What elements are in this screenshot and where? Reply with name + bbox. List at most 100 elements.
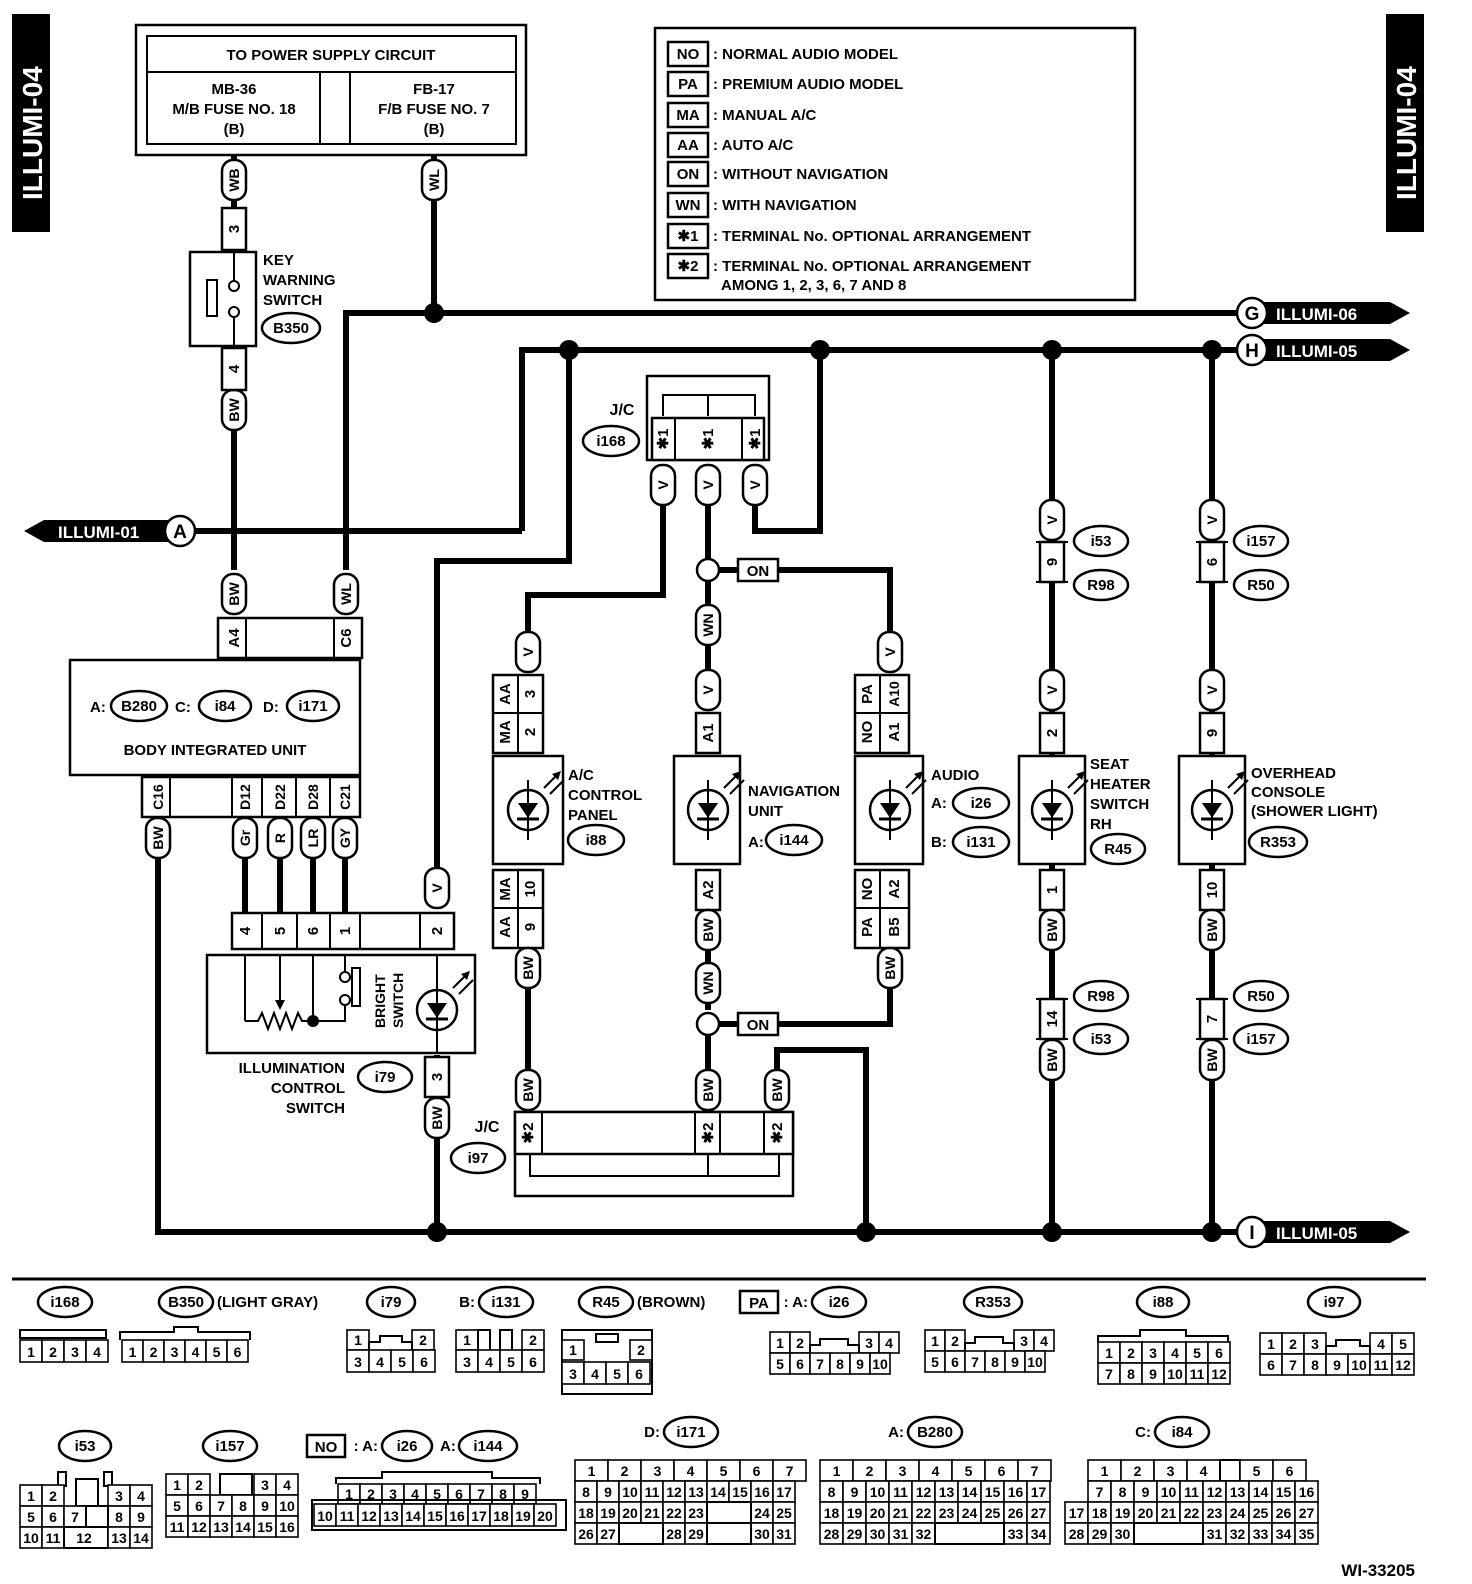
pin-label: 5	[272, 927, 289, 935]
connector-id-label: B280	[917, 1424, 953, 1441]
pin-number: 11	[1374, 1357, 1389, 1373]
on-tag: ON	[736, 557, 780, 583]
pin-number: 9	[1333, 1357, 1341, 1373]
pin-cell	[412, 1349, 436, 1373]
inline-connector: 14	[1036, 997, 1068, 1041]
pin-number: 9	[851, 1484, 859, 1500]
ref-I: I ILLUMI-05	[1235, 1215, 1410, 1249]
legend-code: ON	[677, 166, 700, 183]
pin-number: 7	[1096, 1484, 1104, 1500]
pin-number: 3	[1149, 1345, 1157, 1361]
legend-code: AA	[677, 137, 699, 154]
wire-color-tag: V	[1038, 498, 1066, 542]
pin-number: 10	[23, 1530, 39, 1546]
pin-number: 18	[824, 1505, 840, 1521]
pin-number: 7	[1105, 1366, 1113, 1382]
on-tag-label: ON	[747, 563, 770, 580]
wire-color-label: V	[1044, 515, 1060, 525]
connector-header: i53	[57, 1429, 113, 1463]
led-icon	[686, 771, 745, 840]
connector-id: i97	[449, 1141, 507, 1175]
pin-number: 6	[1215, 1345, 1223, 1361]
pin-number: 30	[870, 1526, 886, 1542]
svg-text:J/C: J/C	[610, 402, 635, 419]
svg-text:ILLUMINATION: ILLUMINATION	[239, 1060, 345, 1077]
connector-id-label: i144	[473, 1438, 503, 1455]
side-tab-right: ILLUMI-04	[1386, 14, 1424, 232]
svg-text:(B): (B)	[224, 121, 245, 138]
wire-color-tag: BW	[514, 946, 542, 990]
pin-number: 17	[776, 1484, 792, 1500]
connector-id: i84	[197, 689, 253, 723]
svg-text:SEAT: SEAT	[1090, 756, 1129, 773]
wire-color-tag: WL	[420, 158, 448, 202]
pin-number: 31	[776, 1526, 792, 1542]
pin-number: 35	[1299, 1526, 1315, 1542]
pin-number: 1	[354, 1332, 362, 1348]
pin-box	[220, 206, 248, 252]
connector-header: i168	[36, 1285, 94, 1319]
svg-text:A:: A:	[931, 795, 947, 812]
pin-number: 7	[1289, 1357, 1297, 1373]
pin-number: 2	[367, 1486, 375, 1502]
connector-id: i53	[1072, 1022, 1130, 1056]
svg-text:FB-17: FB-17	[413, 81, 455, 98]
connector-id-label: B350	[168, 1294, 204, 1311]
svg-text:HEATER: HEATER	[1090, 776, 1151, 793]
connector-id: R50	[1232, 568, 1290, 602]
wire-color-label: BW	[1204, 918, 1220, 942]
audio-unit: AUDIO A: B:	[853, 673, 980, 950]
pin-number: 32	[1230, 1526, 1246, 1542]
side-tab-left: ILLUMI-04	[12, 14, 50, 232]
pin-cell	[1026, 1522, 1051, 1545]
pin-label: A1	[886, 722, 903, 741]
pin-cell	[869, 1352, 891, 1375]
pin-label: D12	[237, 784, 253, 810]
svg-text:M/B FUSE NO. 18: M/B FUSE NO. 18	[172, 101, 295, 118]
connector-id-label: i53	[1091, 1031, 1112, 1048]
pin-label: ✱2	[520, 1123, 537, 1144]
pin-number: 5	[433, 1486, 441, 1502]
inline-connector: 7	[1196, 997, 1228, 1041]
pin-number: 32	[916, 1526, 932, 1542]
legend-text: : WITHOUT NAVIGATION	[713, 166, 888, 183]
svg-text:SWITCH: SWITCH	[390, 973, 406, 1028]
pin-number: 6	[635, 1366, 643, 1382]
pin-number: 2	[796, 1335, 804, 1351]
pin-label: 2	[522, 728, 539, 736]
svg-text:ILLUMI-04: ILLUMI-04	[17, 66, 48, 200]
pin-number: 20	[1138, 1505, 1154, 1521]
wire-color-label: V	[429, 883, 445, 893]
pin-number: 10	[1351, 1357, 1367, 1373]
pin-label: NO	[859, 720, 876, 743]
connector-id-label: R45	[1104, 841, 1132, 858]
pin-number: 6	[420, 1354, 428, 1370]
svg-text:G: G	[1245, 304, 1260, 325]
pin-number: 7	[971, 1354, 979, 1370]
svg-text:(B): (B)	[424, 121, 445, 138]
pin-number: 15	[427, 1508, 443, 1524]
pin-label: PA	[859, 684, 876, 704]
pin-number: 9	[1142, 1484, 1150, 1500]
pin-number: 1	[345, 1486, 353, 1502]
pin-number: 26	[1276, 1505, 1292, 1521]
pin-number: 22	[1184, 1505, 1200, 1521]
svg-text:(SHOWER LIGHT): (SHOWER LIGHT)	[1251, 803, 1378, 820]
wire-color-label: LR	[305, 829, 321, 848]
pin-number: 25	[1253, 1505, 1269, 1521]
connector-id-label: i88	[586, 832, 607, 849]
wire-color-tag: BW	[220, 572, 248, 616]
wire-color-tag: BW	[144, 816, 172, 860]
pin-label: 3	[522, 690, 539, 698]
connector-id-label: i171	[298, 698, 327, 715]
pin-number: 8	[991, 1354, 999, 1370]
pin-number: 6	[49, 1509, 57, 1525]
wire-color-tag: BW	[1198, 1038, 1226, 1082]
key-warning-switch: KEY WARNING SWITCH	[188, 250, 336, 348]
pin-number: 6	[529, 1354, 537, 1370]
pin-number: 1	[173, 1477, 181, 1493]
